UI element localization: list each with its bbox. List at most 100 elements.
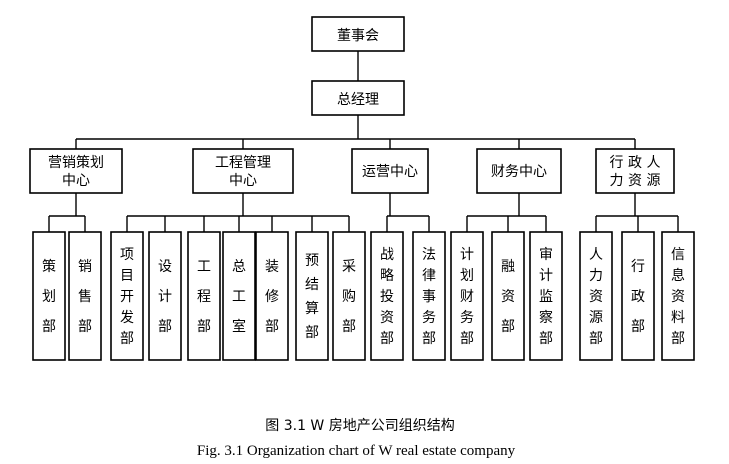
unit-label-3-1-char-0: 融 <box>501 259 515 275</box>
dept-box-4 <box>595 148 675 194</box>
dept-label-4-line-1: 力 资 源 <box>610 173 661 189</box>
dept-label-2: 运营中心 <box>362 164 418 180</box>
root-box <box>311 16 405 52</box>
caption-en: Fig. 3.1 Organization chart of W real es… <box>197 443 516 459</box>
unit-label-0-1-char-1: 售 <box>78 289 92 305</box>
dept-label-0-line-0: 营销策划 <box>48 154 104 171</box>
unit-label-1-0-char-1: 目 <box>120 268 134 284</box>
unit-label-3-0-char-3: 务 <box>460 310 474 326</box>
unit-label-3-1-char-1: 资 <box>501 289 515 305</box>
unit-label-4-2-char-2: 资 <box>671 289 685 305</box>
unit-label-1-5-char-3: 部 <box>305 325 319 341</box>
unit-box-1-3 <box>222 231 256 361</box>
unit-box-1-6 <box>332 231 366 361</box>
unit-box-1-2 <box>187 231 221 361</box>
dept-box-3 <box>476 148 562 194</box>
unit-box-3-2 <box>529 231 563 361</box>
unit-label-4-0-char-2: 资 <box>589 289 603 305</box>
unit-box-1-4 <box>255 231 289 361</box>
unit-label-1-1-char-0: 设 <box>158 259 172 275</box>
unit-box-1-5 <box>295 231 329 361</box>
unit-label-2-1-char-2: 事 <box>422 289 436 305</box>
unit-label-2-0-char-1: 略 <box>380 268 394 284</box>
unit-label-2-1-char-3: 务 <box>422 310 436 326</box>
unit-label-1-6-char-1: 购 <box>342 289 356 305</box>
unit-box-3-0 <box>450 231 484 361</box>
unit-box-3-1 <box>491 231 525 361</box>
unit-label-3-0-char-0: 计 <box>460 247 474 263</box>
unit-label-4-2-char-3: 料 <box>671 310 685 326</box>
unit-box-1-1 <box>148 231 182 361</box>
unit-box-4-2 <box>661 231 695 361</box>
manager-box <box>311 80 405 116</box>
unit-label-2-0-char-0: 战 <box>380 247 394 263</box>
dept-label-1-line-0: 工程管理 <box>215 155 271 171</box>
unit-label-1-0-char-0: 项 <box>120 247 134 263</box>
dept-label-1-line-1: 中心 <box>229 173 257 189</box>
unit-label-1-4-char-0: 装 <box>265 259 279 275</box>
unit-label-0-0-char-0: 策 <box>42 258 56 275</box>
unit-label-3-1-char-2: 部 <box>501 319 515 335</box>
caption-cn: 图 3.1 W 房地产公司组织结构 <box>265 418 454 434</box>
unit-label-3-0-char-2: 财 <box>460 289 474 305</box>
unit-label-1-5-char-0: 预 <box>305 253 319 269</box>
unit-label-1-2-char-1: 程 <box>197 289 211 305</box>
unit-label-3-0-char-4: 部 <box>460 331 474 347</box>
unit-label-1-5-char-2: 算 <box>305 301 319 317</box>
unit-label-2-1-char-0: 法 <box>422 247 436 263</box>
unit-label-3-2-char-0: 审 <box>539 247 553 263</box>
unit-label-1-0-char-2: 开 <box>120 289 134 305</box>
unit-label-4-1-char-1: 政 <box>631 289 645 305</box>
unit-label-0-0-char-2: 部 <box>42 319 56 335</box>
unit-box-0-1 <box>68 231 102 361</box>
unit-label-1-2-char-2: 部 <box>197 319 211 335</box>
unit-label-4-2-char-0: 信 <box>671 247 685 263</box>
dept-box-0 <box>29 148 123 194</box>
unit-label-1-1-char-1: 计 <box>158 289 172 305</box>
unit-label-1-1-char-2: 部 <box>158 319 172 335</box>
dept-label-3: 财务中心 <box>491 164 547 180</box>
unit-label-4-0-char-3: 源 <box>589 310 603 326</box>
dept-label-0-line-1: 中心 <box>62 173 90 189</box>
unit-label-1-3-char-1: 工 <box>232 289 246 305</box>
unit-label-3-0-char-1: 划 <box>460 268 474 284</box>
dept-box-2 <box>351 148 429 194</box>
unit-label-4-1-char-0: 行 <box>631 259 645 275</box>
unit-box-4-1 <box>621 231 655 361</box>
unit-box-1-0 <box>110 231 144 361</box>
unit-label-1-2-char-0: 工 <box>197 259 211 275</box>
unit-label-4-2-char-1: 息 <box>671 267 685 284</box>
unit-label-0-1-char-2: 部 <box>78 319 92 335</box>
unit-label-3-2-char-2: 监 <box>539 289 553 305</box>
unit-box-2-0 <box>370 231 404 361</box>
unit-label-2-0-char-2: 投 <box>380 289 394 305</box>
unit-label-1-3-char-2: 室 <box>232 318 246 335</box>
unit-label-3-2-char-3: 察 <box>539 309 553 326</box>
manager-label: 总经理 <box>337 92 379 108</box>
unit-label-1-3-char-0: 总 <box>232 259 246 275</box>
unit-label-1-0-char-4: 部 <box>120 331 134 347</box>
unit-label-2-1-char-4: 部 <box>422 331 436 347</box>
unit-label-1-4-char-1: 修 <box>265 289 279 305</box>
unit-label-3-2-char-4: 部 <box>539 331 553 347</box>
root-label: 董事会 <box>337 28 379 44</box>
unit-box-0-0 <box>32 231 66 361</box>
unit-label-3-2-char-1: 计 <box>539 268 553 284</box>
unit-label-1-6-char-2: 部 <box>342 319 356 335</box>
dept-label-4-line-0: 行 政 人 <box>610 155 661 171</box>
unit-label-1-4-char-2: 部 <box>265 319 279 335</box>
unit-box-4-0 <box>579 231 613 361</box>
unit-label-4-2-char-4: 部 <box>671 331 685 347</box>
unit-label-4-1-char-2: 部 <box>631 319 645 335</box>
unit-box-2-1 <box>412 231 446 361</box>
unit-label-0-1-char-0: 销 <box>78 259 92 275</box>
unit-label-1-6-char-0: 采 <box>342 259 356 275</box>
unit-label-2-0-char-4: 部 <box>380 331 394 347</box>
unit-label-4-0-char-0: 人 <box>589 247 603 263</box>
dept-box-1 <box>192 148 294 194</box>
unit-label-1-0-char-3: 发 <box>120 310 134 326</box>
unit-label-1-5-char-1: 结 <box>305 277 319 293</box>
unit-label-4-0-char-4: 部 <box>589 331 603 347</box>
unit-label-0-0-char-1: 划 <box>42 289 56 305</box>
